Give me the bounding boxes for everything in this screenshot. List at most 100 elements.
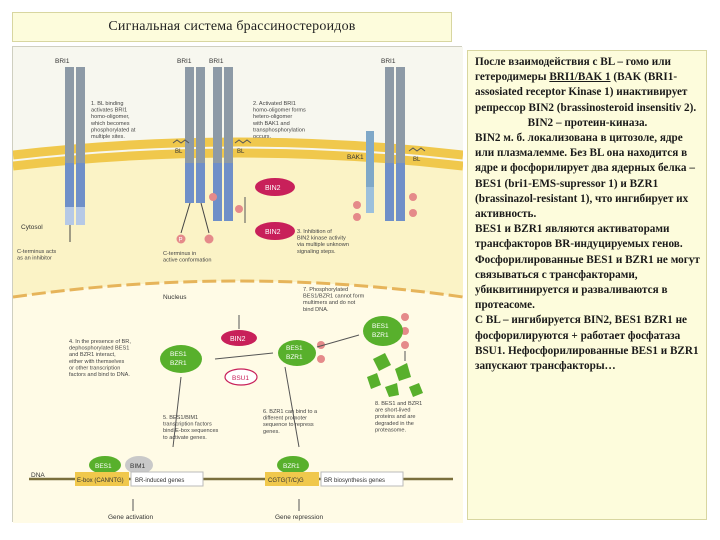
note-line: proteasome. (375, 427, 407, 433)
gene-activation-label: Gene activation (108, 514, 154, 521)
paragraph-3: BIN2 м. б. локализована в цитозоле, ядре… (475, 132, 695, 221)
bak1-label: BAK1 (347, 154, 364, 161)
note-line: factors and bind to DNA. (69, 372, 130, 378)
cgtgtg-box (265, 472, 319, 486)
note-line: bind E-box sequences (163, 428, 219, 434)
note-line: with BAK1 and (252, 121, 290, 127)
note-line: C-terminus acts (17, 249, 56, 255)
note-line: BIN2 kinase activity (297, 236, 346, 242)
bim1-label: BIM1 (130, 463, 146, 470)
slide-title: Сигнальная система брассиностероидов (12, 12, 452, 42)
bzr1-label-top: BZR1 (372, 332, 389, 339)
explanation-panel: После взаимодействия с BL – гомо или гет… (467, 50, 707, 520)
note-line: active conformation (163, 258, 212, 264)
receptor-label-3: BRI1 (209, 58, 224, 65)
bin2-kinase-nuclear (221, 330, 257, 346)
bl-label-2: BL (237, 149, 245, 155)
brassinosteroid-pathway-diagram: BRI1 BRI1 BRI1 BRI1 BAK1 (12, 46, 464, 523)
bl-label-1: BL (175, 149, 183, 155)
note-line: via multiple unknown (297, 242, 349, 248)
bin2-label-1: BIN2 (265, 185, 281, 192)
pathway-svg: BRI1 BRI1 BRI1 BRI1 BAK1 (12, 47, 464, 523)
note-line: degraded in the (375, 421, 414, 427)
note-line: which becomes (90, 121, 130, 127)
note-line: dephosphorylated BES1 (69, 346, 129, 352)
cgtgtg-label: CGTG(T/C)G (268, 478, 304, 484)
note-line: phosphorylated at (91, 127, 136, 133)
nucleus-label: Nucleus (163, 294, 187, 301)
bin2-label-2: BIN2 (265, 229, 281, 236)
note-line: transphosphorylation (253, 127, 305, 133)
receptor-label-2: BRI1 (177, 58, 192, 65)
note-line: homo-oligomer forms (253, 108, 306, 114)
bl-label-3: BL (413, 157, 421, 163)
note-line: and BZR1 interact, (69, 352, 116, 358)
paragraph-5: С BL – ингибируется BIN2, BES1 BZR1 не ф… (475, 314, 699, 373)
note-line: 5. BES1/BIM1 (163, 415, 198, 421)
ebox-label: E-box (CANNTG) (77, 478, 124, 484)
bes1-label-center: BES1 (170, 351, 187, 358)
note-line: hetero-oligomer (253, 114, 292, 120)
note-line: multiple sites. (91, 134, 125, 140)
note-line: genes. (263, 429, 280, 435)
slide-title-text: Сигнальная система брассиностероидов (108, 19, 356, 34)
bes1-label-phospho: BES1 (286, 345, 303, 352)
paragraph-4: BES1 и BZR1 являются активаторами трансф… (475, 223, 700, 312)
note-line: proteins and are (375, 414, 415, 420)
note-line: multimers and do not (303, 300, 356, 306)
cytosol-label: Cytosol (21, 224, 43, 231)
note-line: or other transcription (69, 365, 120, 371)
br-biosynthesis-box (320, 471, 404, 487)
bim1-complex (89, 456, 153, 474)
bsu1-phosphatase (224, 368, 258, 386)
bri1-receptor-inactive (65, 67, 85, 242)
bes1-bzr1-complex-center (160, 345, 202, 373)
bes1-bzr1-complex-phospho (278, 340, 316, 366)
bin2-label-3: BIN2 (230, 336, 246, 343)
note-line: transcription factors (163, 422, 212, 428)
note-line: different promoter (263, 416, 307, 422)
note-line: 4. In the presence of BR, (69, 339, 131, 345)
note-line: occurs. (253, 134, 271, 140)
br-biosynthesis-label: BR biosynthesis genes (324, 478, 385, 484)
note-line: 1. BL binding (91, 101, 123, 107)
bzr1-label-phospho: BZR1 (286, 354, 303, 361)
paragraph-2: BIN2 – протеин-киназа. (527, 116, 648, 129)
nuclear-envelope (12, 279, 464, 299)
note-line: BES1/BZR1 cannot form (303, 294, 365, 300)
note-line: 6. BZR1 can bind to a (263, 409, 318, 415)
bl-ligand-icons (172, 139, 426, 152)
receptor-label-1: BRI1 (55, 58, 70, 65)
note-line: 8. BES1 and BZR1 (375, 401, 422, 407)
phospho-label: P (179, 238, 183, 244)
bzr1-label-center: BZR1 (170, 360, 187, 367)
paragraph-1: После взаимодействия с BL – гомо или гет… (475, 56, 697, 114)
bzr1-dna-complex (277, 456, 309, 474)
proteasome-fragments (367, 353, 423, 397)
dna-label: DNA (31, 472, 45, 479)
note-4: 4. In the presence of BR,dephosphorylate… (69, 339, 131, 378)
bzr1-label-dna: BZR1 (283, 463, 300, 470)
note-line: either with themselves (69, 359, 125, 365)
bsu1-label: BSU1 (232, 375, 249, 382)
note-line: 3. Inhibition of (297, 229, 332, 235)
phospho-sites (176, 193, 417, 363)
note-line: homo-oligomer, (91, 114, 130, 120)
nucleus-region (13, 281, 463, 523)
bin2-kinase-1 (255, 178, 295, 196)
bri1-receptor-active (213, 67, 233, 221)
br-induced-box (130, 471, 204, 487)
bri1-bak1-complex (366, 67, 405, 221)
note-line: C-terminus in (163, 251, 196, 257)
note-line: as an inhibitor (17, 256, 52, 262)
bes1-label-dna: BES1 (95, 463, 112, 470)
receptor-label-4: BRI1 (381, 58, 396, 65)
bin2-kinase-2 (255, 222, 295, 240)
